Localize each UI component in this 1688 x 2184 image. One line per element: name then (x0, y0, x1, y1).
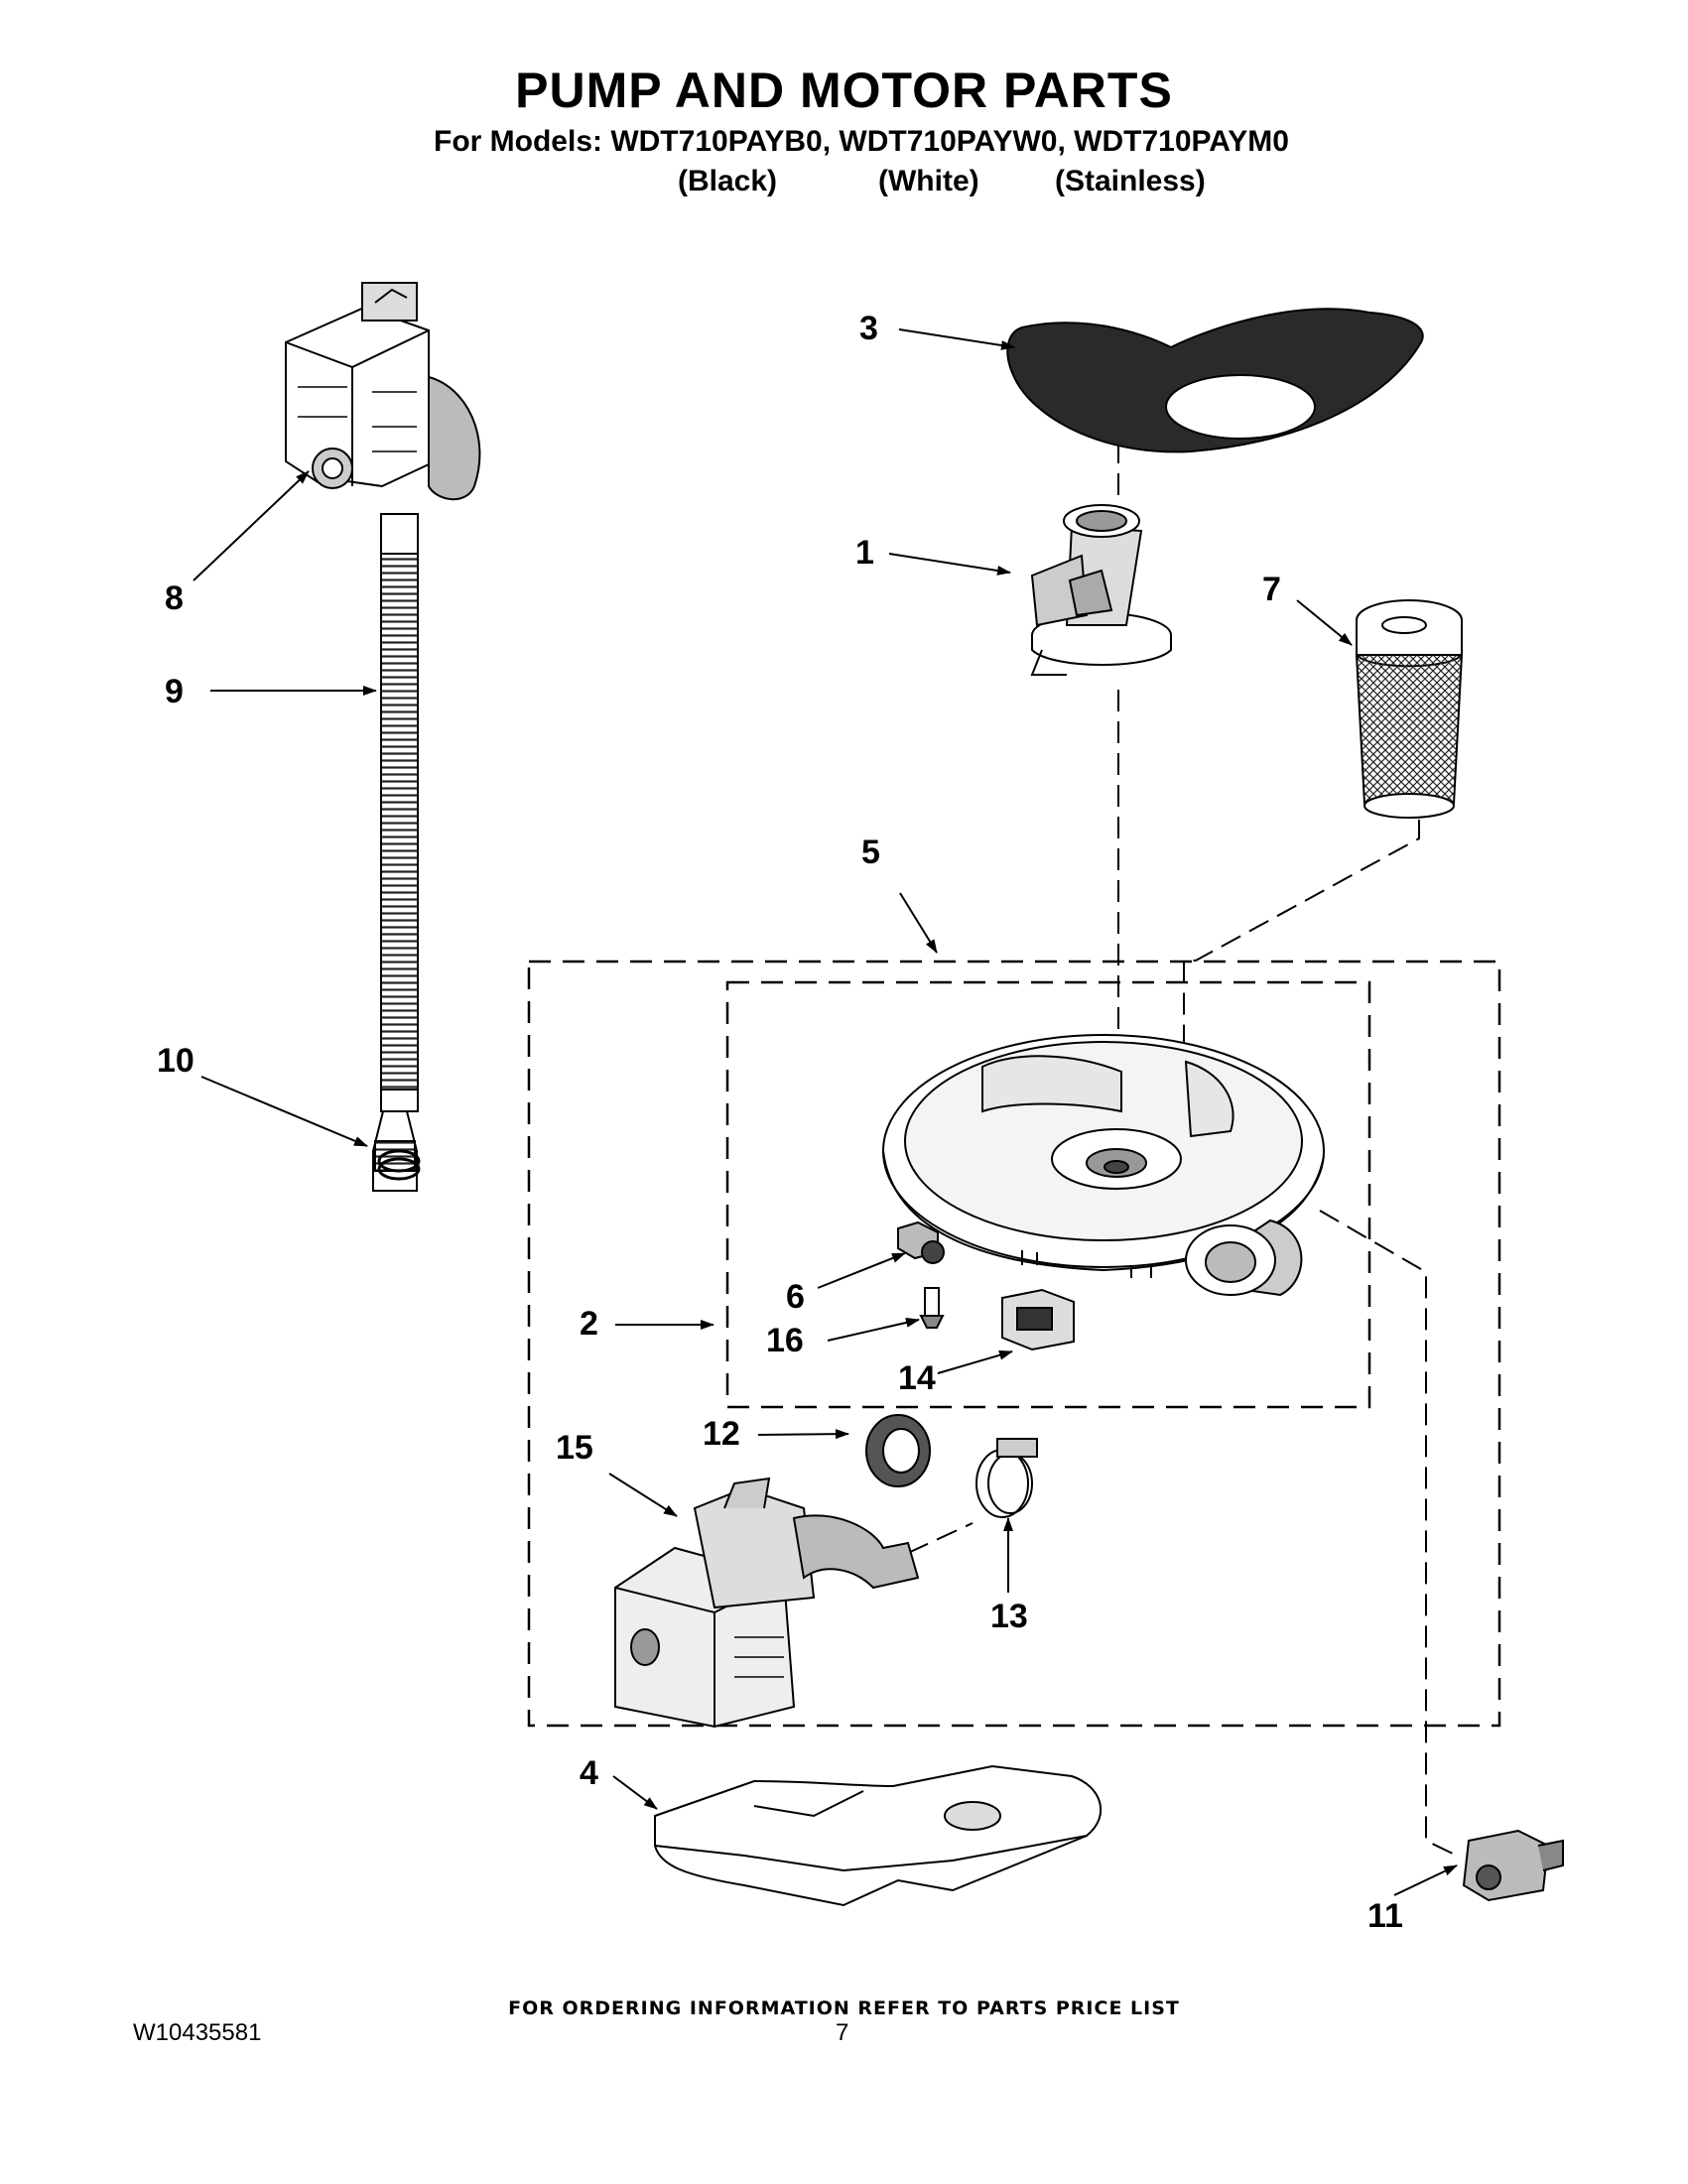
seal-part (865, 1414, 931, 1487)
clamp-part (975, 1438, 1038, 1518)
callout-14: 14 (898, 1359, 936, 1397)
document-number: W10435581 (133, 2019, 262, 2046)
callout-12: 12 (703, 1415, 740, 1453)
inlet-housing-part (1030, 504, 1172, 676)
variant-stainless: (Stainless) (1055, 165, 1206, 197)
variant-white: (White) (878, 165, 979, 197)
motor-cover-part (654, 1764, 1103, 1907)
hose-clamp-part (377, 1149, 421, 1181)
callout-13: 13 (990, 1598, 1028, 1635)
callout-8: 8 (165, 579, 184, 617)
assembly-2-outline (725, 980, 1371, 1409)
callout-4: 4 (580, 1754, 598, 1792)
callout-11: 11 (1367, 1897, 1403, 1935)
callout-1: 1 (855, 534, 874, 572)
circulation-pump-part (614, 1477, 920, 1729)
pressure-switch-part (1462, 1829, 1564, 1902)
grommet-part (1001, 1288, 1075, 1351)
models-text: For Models: WDT710PAYB0, WDT710PAYW0, WD… (434, 125, 1289, 158)
callout-5: 5 (861, 834, 880, 871)
callout-15: 15 (556, 1429, 593, 1467)
callout-6: 6 (786, 1278, 805, 1316)
callout-16: 16 (766, 1322, 804, 1359)
callout-9: 9 (165, 673, 184, 710)
page-title: PUMP AND MOTOR PARTS (515, 63, 1173, 118)
callout-2: 2 (580, 1305, 598, 1343)
drain-hose-part (372, 513, 419, 1192)
filter-basket-part (1355, 599, 1464, 819)
sump-base-part (882, 1034, 1325, 1297)
callout-10: 10 (157, 1042, 195, 1080)
filter-cover-part (1006, 308, 1424, 453)
callout-7: 7 (1262, 571, 1281, 608)
callout-3: 3 (859, 310, 878, 347)
callout-arrows (193, 328, 1458, 1896)
drain-pump-part (285, 282, 481, 501)
sensor-part (897, 1220, 945, 1264)
assembly-5-outline (527, 960, 1501, 1728)
page-number: 7 (836, 2019, 849, 2046)
ordering-footer: FOR ORDERING INFORMATION REFER TO PARTS … (508, 1997, 1180, 2019)
screw-part (919, 1287, 945, 1329)
variant-black: (Black) (678, 165, 778, 197)
